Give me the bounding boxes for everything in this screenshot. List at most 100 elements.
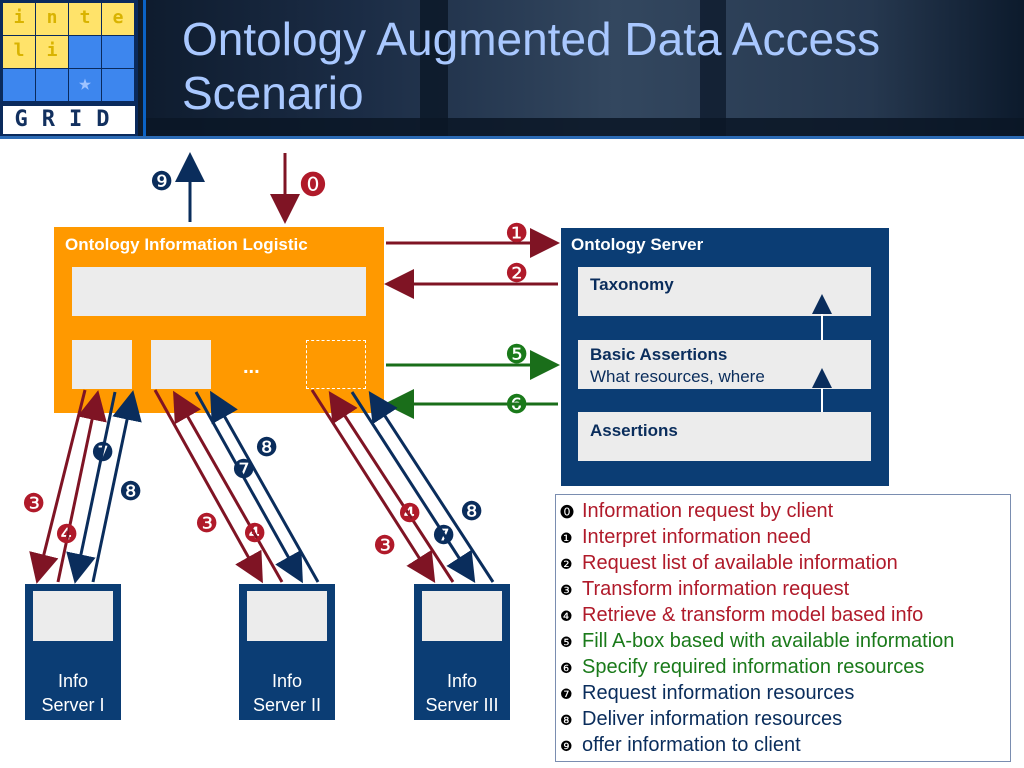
logistic-ellipsis: ... bbox=[243, 356, 260, 378]
arrow-4-s2 bbox=[173, 390, 284, 583]
intelligrid-logo: i n t e l i ★ GRID bbox=[0, 0, 138, 136]
logistic-slot-2 bbox=[151, 340, 211, 389]
assertions-label: Assertions bbox=[590, 421, 678, 440]
legend-marker: ❻ bbox=[560, 661, 573, 677]
marker-2: ❷ bbox=[505, 259, 529, 289]
step-legend: ⓿ Information request by client ❶ Interpret… bbox=[555, 494, 1011, 762]
info-server-2-screen bbox=[247, 591, 327, 641]
legend-item: ❽ Deliver information resources bbox=[560, 706, 842, 734]
marker-6: ❻ bbox=[505, 390, 529, 420]
assertions-panel bbox=[578, 412, 871, 461]
legend-marker: ❺ bbox=[560, 635, 573, 651]
marker-4-s1: ❹ bbox=[55, 520, 79, 550]
legend-item: ❸ Transform information request bbox=[560, 576, 849, 604]
marker-8-s3: ❽ bbox=[460, 497, 484, 527]
legend-text: Request list of available information bbox=[582, 552, 898, 574]
legend-marker: ❶ bbox=[560, 531, 573, 547]
legend-marker: ❸ bbox=[560, 583, 573, 599]
info-server-1-label: Info Server I bbox=[25, 669, 121, 717]
logistic-panel bbox=[72, 267, 366, 316]
legend-marker: ❹ bbox=[560, 609, 573, 625]
legend-item: ❼ Request information resources bbox=[560, 680, 854, 708]
legend-marker: ⓿ bbox=[560, 505, 574, 521]
info-server-2-line2: Server II bbox=[252, 695, 322, 715]
marker-4-s3: ❹ bbox=[398, 499, 422, 529]
logo-cell bbox=[102, 36, 134, 68]
info-server-1-screen bbox=[33, 591, 113, 641]
marker-5: ❺ bbox=[505, 340, 529, 370]
legend-item: ❹ Retrieve & transform model based info bbox=[560, 602, 923, 630]
marker-8-s1: ❽ bbox=[119, 477, 143, 507]
marker-7-s1: ❼ bbox=[91, 438, 115, 468]
legend-text: Interpret information need bbox=[582, 526, 812, 548]
logo-cell: l bbox=[3, 36, 35, 68]
legend-text: Retrieve & transform model based info bbox=[582, 604, 924, 626]
taxonomy-label: Taxonomy bbox=[590, 275, 674, 294]
marker-3-s1: ❸ bbox=[22, 489, 46, 519]
marker-9: ❾ bbox=[150, 167, 174, 197]
arrow-7-s2 bbox=[194, 391, 303, 584]
marker-1: ❶ bbox=[505, 219, 529, 249]
logo-grid-text: GRID bbox=[3, 106, 135, 134]
legend-marker: ❷ bbox=[560, 557, 573, 573]
arrow-8-s1 bbox=[91, 390, 142, 583]
info-server-1-line1: Info bbox=[57, 671, 89, 691]
logistic-slot-1 bbox=[72, 340, 132, 389]
logo-cell bbox=[3, 69, 35, 101]
header-separator bbox=[143, 0, 146, 138]
bridge-tower-left bbox=[420, 0, 448, 138]
legend-text: Deliver information resources bbox=[582, 708, 843, 730]
logo-cell bbox=[102, 69, 134, 101]
marker-3-s3: ❸ bbox=[373, 531, 397, 561]
info-server-2-line1: Info bbox=[271, 671, 303, 691]
bridge-deck bbox=[146, 118, 1024, 136]
legend-item: ❷ Request list of available information bbox=[560, 550, 898, 578]
star-icon: ★ bbox=[69, 69, 101, 101]
header-banner bbox=[0, 0, 1024, 138]
bridge-tower-right bbox=[700, 0, 726, 138]
info-server-1-line2: Server I bbox=[41, 695, 105, 715]
logo-cell: n bbox=[36, 3, 68, 35]
info-server-3-line1: Info bbox=[446, 671, 478, 691]
logo-cell: t bbox=[69, 3, 101, 35]
marker-7-s3: ❼ bbox=[432, 521, 456, 551]
logo-cell: i bbox=[3, 3, 35, 35]
arrow-3-s1 bbox=[29, 389, 87, 584]
info-server-3-screen bbox=[422, 591, 502, 641]
marker-8-s2: ❽ bbox=[255, 433, 279, 463]
legend-item: ❺ Fill A-box based with available informa… bbox=[560, 628, 954, 656]
logo-cell: i bbox=[36, 36, 68, 68]
marker-0: ⓿ bbox=[300, 171, 327, 201]
arrow-4-s1 bbox=[56, 390, 107, 583]
legend-text: Request information resources bbox=[582, 682, 855, 704]
arrow-7-s1 bbox=[66, 391, 117, 584]
ontology-server-label: Ontology Server bbox=[571, 235, 704, 254]
arrow-3-s3 bbox=[310, 389, 436, 584]
arrow-8-s3 bbox=[368, 390, 495, 583]
arrow-4-s3 bbox=[328, 390, 455, 583]
header-underline bbox=[0, 136, 1024, 139]
basic-assertions-label: Basic Assertions bbox=[590, 345, 728, 364]
logo-cell bbox=[36, 69, 68, 101]
logo-cell: e bbox=[102, 3, 134, 35]
legend-text: Transform information request bbox=[582, 578, 850, 600]
marker-7-s2: ❼ bbox=[232, 455, 256, 485]
legend-text: Specify required information resources bbox=[582, 656, 925, 678]
logistic-slot-placeholder bbox=[306, 340, 366, 389]
legend-item: ❻ Specify required information resources bbox=[560, 654, 924, 682]
marker-3-s2: ❸ bbox=[195, 509, 219, 539]
legend-marker: ❾ bbox=[560, 739, 573, 755]
legend-text: Fill A-box based with available informat… bbox=[582, 630, 955, 652]
arrow-3-s2 bbox=[153, 389, 263, 584]
logistic-label: Ontology Information Logistic bbox=[65, 235, 308, 254]
info-server-3-line2: Server III bbox=[425, 695, 499, 715]
legend-text: Information request by client bbox=[582, 500, 834, 522]
legend-item: ❶ Interpret information need bbox=[560, 524, 811, 552]
legend-marker: ❽ bbox=[560, 713, 573, 729]
legend-item: ⓿ Information request by client bbox=[560, 498, 833, 526]
legend-marker: ❼ bbox=[560, 687, 573, 703]
page-title: Ontology Augmented Data Access Scenario bbox=[182, 13, 881, 119]
basic-assertions-sub: What resources, where bbox=[590, 367, 765, 386]
